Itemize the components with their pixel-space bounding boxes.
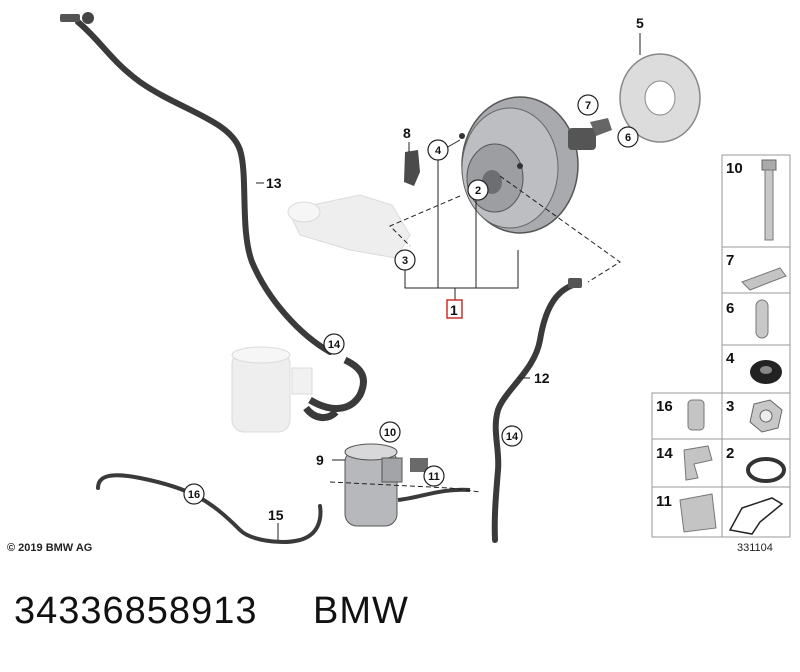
brake-booster xyxy=(459,96,596,234)
grommet-4-icon xyxy=(750,360,782,384)
svg-text:1: 1 xyxy=(450,302,458,318)
callout-5: 5 xyxy=(636,15,644,31)
vacuum-line-12 xyxy=(491,278,582,543)
nut-3-icon xyxy=(749,399,783,433)
svg-text:4: 4 xyxy=(435,145,442,157)
callout-15: 15 xyxy=(268,507,284,523)
copyright-text: © 2019 BMW AG xyxy=(7,542,93,554)
grid-label-11: 11 xyxy=(656,493,672,510)
part-9-vacuum-pump xyxy=(344,443,471,527)
clip-14-icon xyxy=(683,445,713,481)
arrow-symbol-icon xyxy=(728,497,784,535)
svg-text:11: 11 xyxy=(428,471,440,483)
grid-label-2: 2 xyxy=(726,445,734,462)
svg-text:14: 14 xyxy=(328,339,341,351)
svg-text:6: 6 xyxy=(625,132,631,144)
part-number-line: 34336858913 BMW xyxy=(14,590,409,633)
svg-text:2: 2 xyxy=(475,185,481,197)
part-8-grommet xyxy=(404,150,420,186)
callout-12: 12 xyxy=(534,370,550,386)
svg-text:14: 14 xyxy=(506,431,519,443)
svg-text:3: 3 xyxy=(402,255,408,267)
parts-diagram: 13 14 1 xyxy=(60,12,791,544)
grid-label-7: 7 xyxy=(726,252,734,269)
part-number: 34336858913 xyxy=(14,590,258,632)
vacuum-line-13 xyxy=(60,12,333,355)
callout-14-lower: 14 xyxy=(501,425,523,447)
callout-7: 7 xyxy=(577,94,599,116)
bolt-10-icon xyxy=(761,159,777,241)
leader-lines xyxy=(389,139,621,300)
svg-text:16: 16 xyxy=(188,489,200,501)
callout-11: 11 xyxy=(423,465,445,487)
callout-9: 9 xyxy=(316,452,324,468)
svg-text:7: 7 xyxy=(585,100,591,112)
clip-7-icon xyxy=(741,267,787,291)
callout-16: 16 xyxy=(183,483,205,505)
callout-13: 13 xyxy=(266,175,282,191)
pin-6-icon xyxy=(755,299,769,339)
grid-label-4: 4 xyxy=(726,350,735,367)
callout-1-highlighted: 1 xyxy=(446,299,463,319)
callout-10: 10 xyxy=(379,421,401,443)
grid-label-10: 10 xyxy=(726,160,743,177)
parts-grid xyxy=(651,154,791,538)
ghost-vacuum-pump xyxy=(231,346,313,433)
clip-16-icon xyxy=(687,399,705,431)
seal-ring-2-icon xyxy=(746,457,786,483)
callout-8: 8 xyxy=(403,125,411,141)
callout-2: 2 xyxy=(467,179,489,201)
grid-label-16: 16 xyxy=(656,398,673,415)
callout-3: 3 xyxy=(394,249,416,271)
svg-text:10: 10 xyxy=(384,427,396,439)
ghost-master-cylinder xyxy=(287,194,411,259)
brand-name: BMW xyxy=(313,590,409,632)
grid-label-3: 3 xyxy=(726,398,734,415)
callout-6: 6 xyxy=(617,126,639,148)
callout-4: 4 xyxy=(427,139,449,161)
vacuum-line-15 xyxy=(96,473,323,544)
grid-label-6: 6 xyxy=(726,300,734,317)
callout-14-upper: 14 xyxy=(323,333,345,355)
grid-label-14: 14 xyxy=(656,445,673,462)
part-5-gasket xyxy=(619,53,701,143)
holder-11-icon xyxy=(679,493,717,533)
diagram-reference-number: 331104 xyxy=(737,542,773,554)
